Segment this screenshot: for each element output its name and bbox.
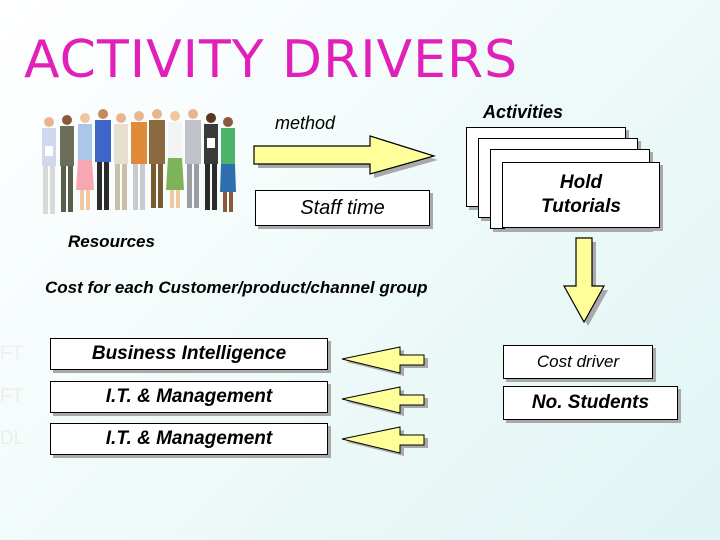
row-box-3: I.T. & Management: [50, 423, 328, 455]
row-code-2: FT: [0, 386, 24, 407]
no-students-label: No. Students: [531, 392, 650, 413]
activity-card-label: Hold Tutorials: [541, 172, 621, 217]
cost-heading: Cost for each Customer/product/channel g…: [45, 278, 428, 297]
staff-time-box: Staff time: [255, 190, 430, 226]
method-label: method: [275, 113, 336, 133]
activity-card-front: Hold Tutorials: [502, 162, 660, 228]
left-arrow-3: [341, 426, 428, 456]
cost-driver-box: Cost driver: [503, 345, 653, 379]
no-students-box: No. Students: [503, 386, 678, 420]
row-label-2: I.T. & Management: [105, 386, 273, 407]
row-label-3: I.T. & Management: [105, 428, 273, 449]
left-arrow-2: [341, 386, 428, 416]
left-arrow-1: [341, 346, 428, 376]
staff-group-icon: [42, 109, 236, 214]
resources-label: Resources: [68, 232, 155, 251]
row-box-2: I.T. & Management: [50, 381, 328, 413]
method-arrow: [253, 135, 438, 178]
row-box-1: Business Intelligence: [50, 338, 328, 370]
row-code-1: FT: [0, 343, 24, 364]
row-code-3: DL: [0, 428, 25, 449]
cost-driver-label: Cost driver: [536, 352, 620, 371]
page-title: ACTIVITY DRIVERS: [24, 30, 519, 90]
row-label-1: Business Intelligence: [91, 343, 287, 364]
down-arrow: [562, 237, 608, 326]
staff-time-label: Staff time: [300, 197, 385, 219]
activities-header: Activities: [483, 102, 564, 122]
